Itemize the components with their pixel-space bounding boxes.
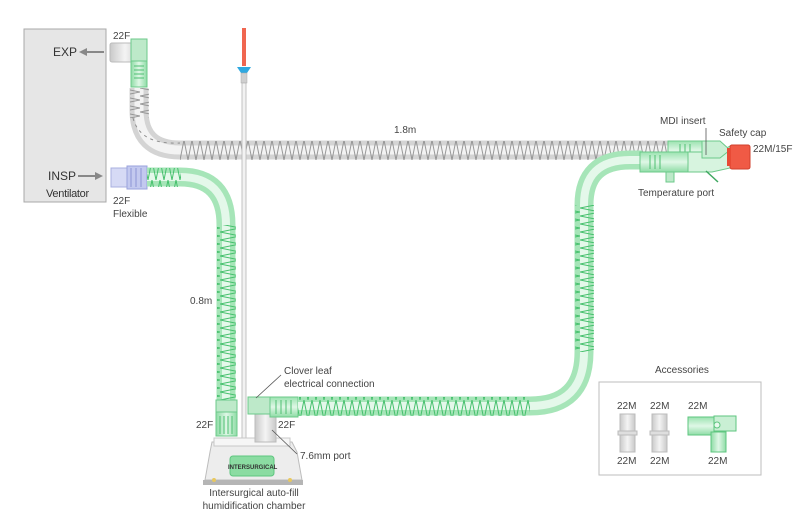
mdi-insert-label: MDI insert [660,116,706,127]
humidifier-left-connector-label: 22F [196,420,214,431]
accessory-straight-connector-2 [649,413,670,453]
accessory-3-bottom-label: 22M [708,456,728,467]
inspiratory-long-tube [298,150,642,416]
port-pointer [271,429,298,455]
patient-wye-piece [639,140,731,183]
exp-connector-label: 22F [113,31,131,42]
chamber-brand-logo: INTERSURGICAL [228,465,278,471]
ventilator-box [23,28,107,203]
insp-label: INSP [48,169,77,183]
insp-connector-label: 22F [113,196,131,207]
accessory-elbow-connector [687,415,737,453]
clover-leaf-pointer [255,374,282,399]
safety-cap-label: Safety cap [719,128,767,139]
insp-connector-note: Flexible [113,209,148,220]
temperature-probe [237,28,251,444]
humidifier-outlet-elbow [247,396,299,443]
insp-flexible-connector [110,165,148,190]
accessory-3-top-label: 22M [688,401,708,412]
humidifier-left-connector [215,399,238,437]
accessory-1-bottom-label: 22M [617,456,637,467]
chamber-caption-line2: humidification chamber [202,501,306,512]
exp-arrow-icon [79,48,104,56]
ventilator-title: Ventilator [46,188,89,200]
expiratory-limb-tube [129,88,672,160]
accessories-title: Accessories [655,365,709,376]
accessory-1-top-label: 22M [617,401,637,412]
humidification-chamber [203,437,303,485]
temperature-port-label: Temperature port [638,188,715,199]
insp-arrow-icon [78,172,103,180]
inspiratory-short-tube [147,167,236,400]
accessory-2-bottom-label: 22M [650,456,670,467]
clover-leaf-label-line2: electrical connection [284,379,375,390]
exp-elbow-connector [109,38,148,88]
chamber-caption-line1: Intersurgical auto-fill [209,488,299,499]
humidifier-right-connector-label: 22F [278,420,296,431]
patient-connector-label: 22M/15F [753,144,793,155]
expiratory-length-label: 1.8m [394,125,417,136]
exp-label: EXP [53,45,78,59]
accessory-2-top-label: 22M [650,401,670,412]
clover-leaf-label-line1: Clover leaf [284,366,332,377]
accessory-straight-connector-1 [617,413,638,453]
port-label: 7.6mm port [300,451,351,462]
safety-cap [727,144,751,170]
inspiratory-length-label: 0.8m [190,296,213,307]
